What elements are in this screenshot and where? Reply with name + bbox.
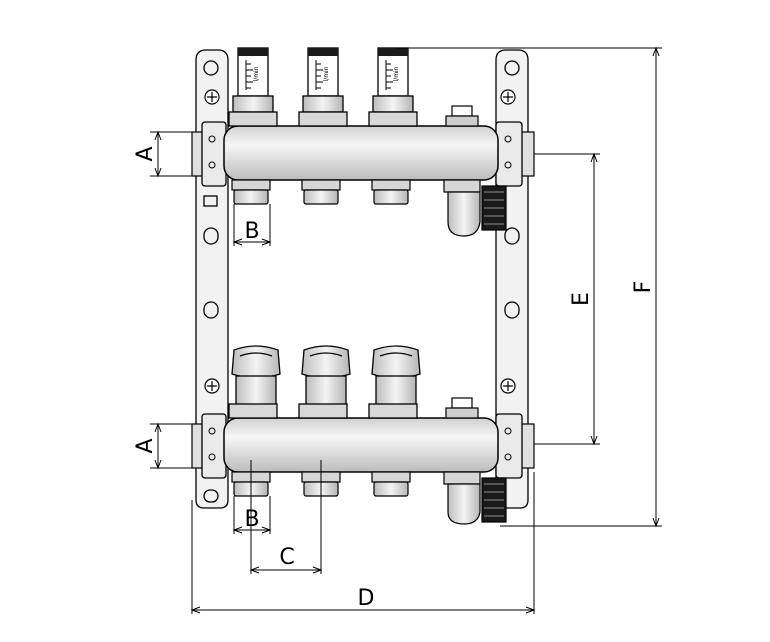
drain-valve-top xyxy=(443,179,507,237)
drain-valve-bottom xyxy=(443,471,507,525)
valve-cap-2 xyxy=(298,345,351,419)
supply-manifold-bar xyxy=(191,121,535,187)
return-manifold-bar xyxy=(191,413,535,479)
dimension-label-a-bottom: A xyxy=(133,438,158,453)
dimension-label-e: E xyxy=(569,292,594,306)
dimension-label-d: D xyxy=(358,586,375,611)
dimension-label-c: C xyxy=(279,545,294,570)
flowmeter-scale-label-1: l/min xyxy=(253,66,260,81)
flowmeter-scale-label-2: l/min xyxy=(323,66,330,81)
dimension-label-b-top: B xyxy=(244,219,259,244)
dimension-label-b-bottom: B xyxy=(244,507,259,532)
flowmeter-1 xyxy=(228,47,278,127)
valve-cap-3 xyxy=(368,345,421,419)
dimension-label-f: F xyxy=(631,281,656,294)
dimension-label-a-top: A xyxy=(133,146,158,161)
air-vent-top xyxy=(445,105,479,127)
flowmeter-2 xyxy=(298,47,348,127)
flowmeter-scale-label-3: l/min xyxy=(393,66,400,81)
valve-cap-1 xyxy=(228,345,281,419)
dimension-lines xyxy=(150,46,662,614)
flowmeter-3 xyxy=(368,47,418,127)
top-outlet-fittings xyxy=(231,179,411,205)
mounting-screw-icons xyxy=(204,89,516,394)
air-vent-bottom xyxy=(445,397,479,419)
